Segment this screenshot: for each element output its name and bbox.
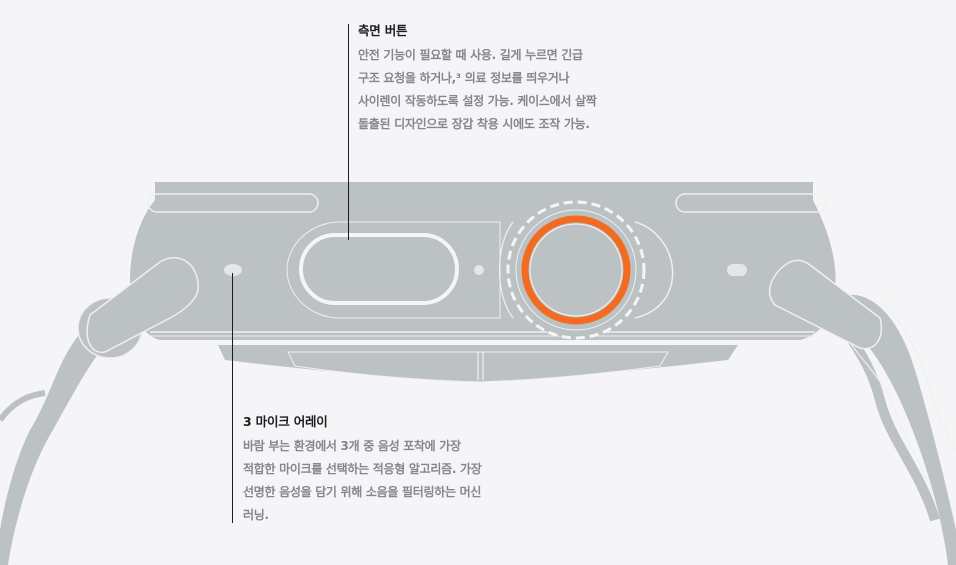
speaker-dot (474, 265, 484, 275)
right-lug (769, 259, 882, 350)
watch-case (130, 182, 836, 383)
microphone-leader-line (232, 273, 233, 523)
microphone-callout: 3 마이크 어레이 바람 부는 환경에서 3개 중 음성 포착에 가장 적합한 … (232, 273, 543, 527)
side-button-callout: 측면 버튼 안전 기능이 필요할 때 사용. 길게 누르면 긴급 구조 요청을 … (348, 22, 658, 240)
side-button-leader-line (348, 24, 349, 240)
speaker-port (727, 264, 747, 276)
side-button-title: 측면 버튼 (358, 23, 408, 38)
microphone-description: 바람 부는 환경에서 3개 중 음성 포착에 가장 적합한 마이크를 선택하는 … (243, 439, 482, 522)
digital-crown (499, 200, 674, 340)
side-button (286, 221, 501, 319)
microphone-grille (224, 264, 242, 276)
side-button-description: 안전 기능이 필요할 때 사용. 길게 누르면 긴급 구조 요청을 하거나,³ … (358, 48, 597, 131)
left-lug (86, 257, 199, 354)
microphone-title: 3 마이크 어레이 (243, 414, 328, 429)
